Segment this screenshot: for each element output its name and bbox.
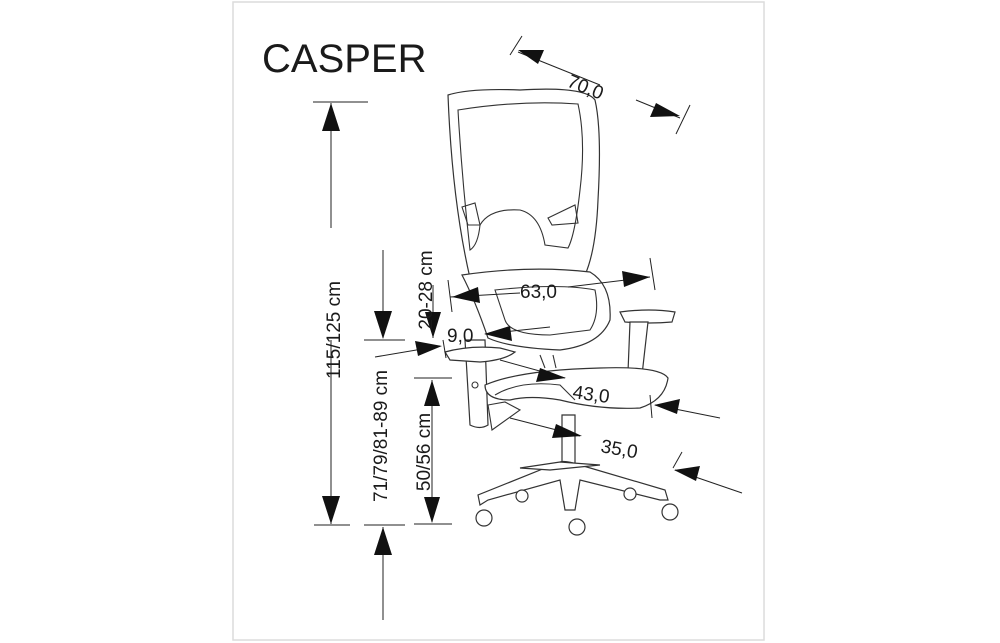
armrest-adjust-label: 20-28 cm	[416, 250, 437, 329]
dimension-armrest-adjust: 20-28 cm	[416, 250, 441, 338]
dimension-armrest-height: 71/79/81-89 cm	[364, 250, 405, 620]
dimension-seat-width: 35,0	[509, 417, 743, 494]
seat-depth-label: 43,0	[571, 382, 611, 408]
armrest-width-label: 9,0	[447, 326, 473, 347]
width-armrests-label: 63,0	[520, 282, 557, 303]
armrest-height-label: 71/79/81-89 cm	[371, 370, 392, 502]
dimension-height-total: 115/125 cm	[313, 101, 368, 526]
height-total-label: 115/125 cm	[324, 281, 345, 379]
dimension-seat-height: 50/56 cm	[414, 377, 452, 525]
dimension-width-armrests: 63,0	[447, 257, 656, 313]
dimension-seat-depth: 43,0	[499, 359, 721, 419]
dimension-armrest-width: 9,0	[374, 326, 551, 359]
seat-height-label: 50/56 cm	[414, 413, 435, 491]
product-title: CASPER	[262, 37, 427, 81]
